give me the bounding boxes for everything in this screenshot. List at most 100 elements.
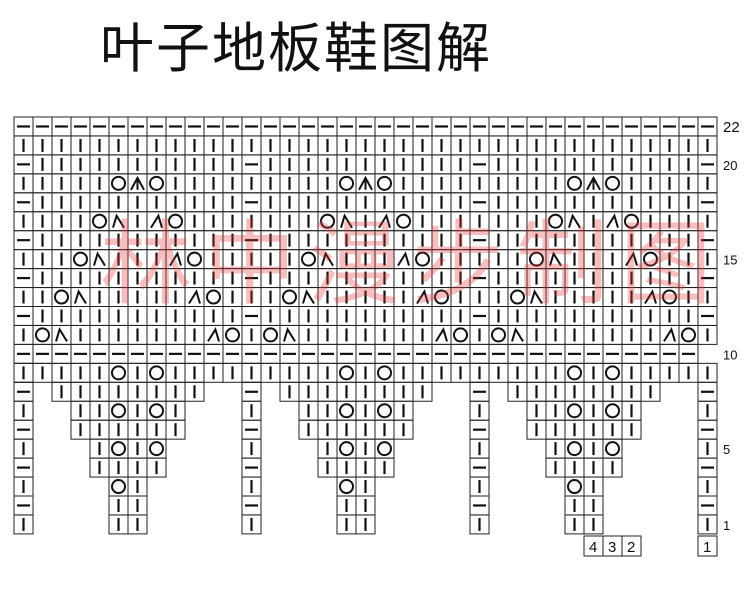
stitch-cell [393, 419, 414, 440]
yarn-over-symbol [624, 213, 639, 229]
yarn-over-symbol [605, 175, 620, 191]
stitch-cell [165, 419, 186, 440]
yarn-over-symbol [377, 175, 392, 191]
right-decrease-symbol [150, 213, 163, 229]
yarn-over-symbol [111, 479, 126, 495]
right-decrease-symbol [625, 251, 638, 267]
yarn-over-symbol [567, 479, 582, 495]
right-decrease-symbol [606, 213, 619, 229]
column-number-cell [621, 535, 642, 557]
left-decrease-symbol [530, 289, 543, 305]
right-decrease-symbol [188, 289, 201, 305]
yarn-over-symbol [339, 479, 354, 495]
yarn-over-symbol [339, 175, 354, 191]
yarn-over-symbol [149, 441, 164, 457]
edge-stitch-cell [697, 514, 718, 535]
yarn-over-symbol [301, 251, 316, 267]
yarn-over-symbol [73, 251, 88, 267]
center-double-decrease-symbol [586, 175, 601, 191]
yarn-over-symbol [187, 251, 202, 267]
right-decrease-symbol [397, 251, 410, 267]
center-double-decrease-symbol [130, 175, 145, 191]
watermark-text: 林中漫步制图 [100, 211, 724, 318]
left-decrease-symbol [55, 327, 68, 342]
stitch-cell [412, 381, 433, 402]
yarn-over-symbol [567, 403, 582, 419]
right-decrease-symbol [644, 289, 657, 305]
yarn-over-symbol [567, 175, 582, 191]
yarn-over-symbol [548, 213, 563, 229]
yarn-over-symbol [282, 289, 297, 305]
left-decrease-symbol [321, 251, 334, 267]
yarn-over-symbol [567, 365, 582, 381]
stitch-cell [659, 324, 680, 345]
yarn-over-symbol [605, 403, 620, 419]
stitch-cell [203, 324, 224, 345]
stitch-cell [127, 514, 148, 535]
stitch-cell [146, 457, 167, 478]
left-decrease-symbol [511, 327, 524, 342]
right-decrease-symbol [435, 327, 448, 342]
column-number-label: 3 [608, 539, 616, 556]
column-number-label: 2 [627, 539, 635, 556]
yarn-over-symbol [111, 441, 126, 457]
stitch-cell [374, 457, 395, 478]
yarn-over-symbol [54, 289, 69, 305]
yarn-over-symbol [263, 327, 278, 343]
stitch-cell [51, 324, 72, 345]
yarn-over-symbol [149, 365, 164, 381]
center-double-decrease-symbol [358, 175, 373, 191]
row-number-label: 1 [723, 518, 730, 533]
yarn-over-symbol [510, 289, 525, 305]
stitch-cell [431, 324, 452, 345]
stitch-cell [70, 287, 91, 307]
row-number-label: 22 [723, 119, 740, 136]
right-decrease-symbol [378, 213, 391, 229]
yarn-over-symbol [92, 213, 107, 229]
yarn-over-symbol [377, 365, 392, 381]
page-title: 叶子地板鞋图解 [100, 17, 492, 80]
row-number-label: 20 [723, 158, 737, 173]
yarn-over-symbol [320, 213, 335, 229]
stitch-cell [583, 514, 604, 535]
left-decrease-symbol [112, 213, 125, 229]
stitch-cell [184, 381, 205, 402]
yarn-over-symbol [35, 327, 50, 343]
stitch-cell [507, 324, 528, 345]
yarn-over-symbol [453, 327, 468, 343]
left-decrease-symbol [93, 251, 106, 267]
right-decrease-symbol [416, 289, 429, 305]
column-number-label: 1 [703, 539, 711, 556]
column-number-cell [697, 535, 718, 557]
left-decrease-symbol [549, 251, 562, 267]
yarn-over-symbol [605, 365, 620, 381]
row-number-label: 5 [723, 442, 730, 457]
left-decrease-symbol [283, 327, 296, 342]
column-number-label: 4 [589, 539, 597, 556]
yarn-over-symbol [415, 251, 430, 267]
yarn-over-symbol [111, 365, 126, 381]
yarn-over-symbol [377, 403, 392, 419]
yarn-over-symbol [529, 251, 544, 267]
yarn-over-symbol [377, 441, 392, 457]
left-decrease-symbol [568, 213, 581, 229]
stitch-cell [697, 324, 718, 345]
yarn-over-symbol [643, 251, 658, 267]
yarn-over-symbol [396, 213, 411, 229]
edge-stitch-cell [13, 514, 34, 535]
yarn-over-symbol [111, 175, 126, 191]
left-decrease-symbol [302, 289, 315, 305]
yarn-over-symbol [149, 175, 164, 191]
stitch-cell [602, 457, 623, 478]
yarn-over-symbol [605, 441, 620, 457]
edge-stitch-cell [469, 514, 490, 535]
yarn-over-symbol [111, 403, 126, 419]
yarn-over-symbol [206, 289, 221, 305]
yarn-over-symbol [168, 213, 183, 229]
yarn-over-symbol [225, 327, 240, 343]
stitch-cell [279, 324, 300, 345]
stitch-cell [621, 419, 642, 440]
edge-stitch-cell [241, 514, 262, 535]
yarn-over-symbol [567, 441, 582, 457]
